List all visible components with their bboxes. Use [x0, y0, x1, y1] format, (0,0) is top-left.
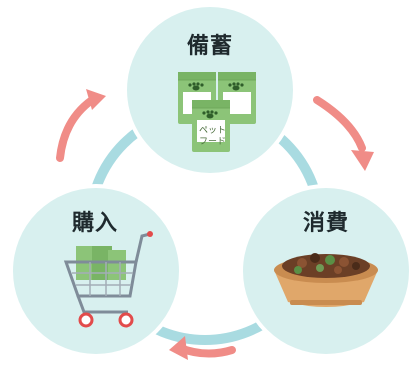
shopping-cart-icon [63, 231, 153, 328]
consume-label: 消費 [302, 211, 349, 236]
bag-label-line2: フード [199, 137, 226, 147]
food-bowl-icon [274, 253, 378, 307]
pet-food-bags-icon: ペット フード [177, 71, 257, 153]
arrow-heads [86, 89, 374, 360]
bag-label-line1: ペット [199, 126, 226, 136]
stockpile-label: 備蓄 [186, 34, 233, 59]
purchase-label: 購入 [71, 211, 118, 236]
